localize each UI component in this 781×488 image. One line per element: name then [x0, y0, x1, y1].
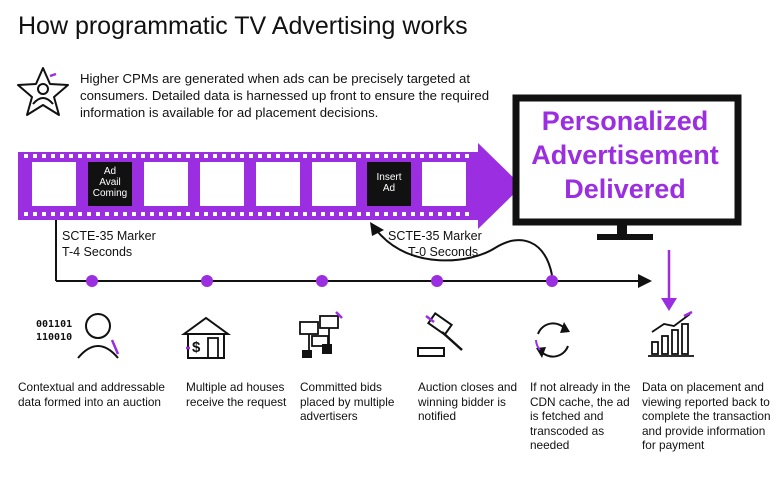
frame-label-insert-ad: Insert Ad — [376, 172, 402, 194]
marker-t-0: SCTE-35 Marker T-0 Seconds — [388, 229, 482, 259]
timeline-dot — [431, 275, 443, 287]
gavel-icon — [417, 311, 463, 357]
timeline-dot — [86, 275, 98, 287]
film-frame — [256, 162, 300, 206]
step-caption: Contextual and addressable data formed i… — [18, 380, 165, 409]
marker-t-minus-4: SCTE-35 Marker T-4 Seconds — [62, 229, 156, 259]
step-caption: Multiple ad houses receive the request — [186, 380, 287, 409]
film-frame — [200, 162, 244, 206]
film-arrow-head — [478, 143, 522, 229]
frame-label-ad-avail: Ad Avail Coming — [92, 166, 128, 199]
return-curve — [377, 231, 553, 276]
sprocket-holes-top — [24, 154, 469, 158]
sprocket-holes-bottom — [24, 212, 469, 216]
timeline-arrow-head — [638, 274, 652, 288]
step-caption: Data on placement and viewing reported b… — [642, 380, 771, 453]
film-frame — [312, 162, 356, 206]
step-caption: If not already in the CDN cache, the ad … — [530, 380, 631, 453]
tv-message: Personalized Advertisement Delivered — [531, 106, 719, 204]
film-frame-ad-avail — [88, 162, 132, 206]
svg-text:$: $ — [192, 339, 201, 356]
ad-house-icon: $ — [180, 316, 232, 359]
film-frame — [32, 162, 76, 206]
film-frame — [144, 162, 188, 206]
film-frame — [422, 162, 466, 206]
delivery-arrow-head — [661, 298, 677, 311]
bar-chart-icon — [648, 310, 694, 357]
tv-neck — [617, 222, 627, 236]
intro-text: Higher CPMs are generated when ads can b… — [80, 71, 490, 120]
binary-data-label: 001101 110010 — [36, 319, 73, 343]
refresh-cycle-icon — [535, 322, 570, 358]
step-caption: Auction closes and winning bidder is not… — [418, 380, 518, 424]
film-frame-insert-ad — [367, 162, 411, 206]
tv-stand — [597, 234, 653, 240]
return-arrow-head — [370, 222, 384, 236]
timeline-dots — [86, 275, 558, 287]
timeline-dot — [316, 275, 328, 287]
step-caption: Committed bids placed by multiple advert… — [300, 380, 395, 424]
page-title: How programmatic TV Advertising works — [18, 12, 468, 40]
timeline-dot — [546, 275, 558, 287]
star-person-icon — [17, 67, 69, 116]
bid-signs-icon — [299, 311, 343, 358]
timeline-dot — [201, 275, 213, 287]
person-data-icon — [77, 313, 120, 359]
film-frames — [32, 162, 466, 206]
